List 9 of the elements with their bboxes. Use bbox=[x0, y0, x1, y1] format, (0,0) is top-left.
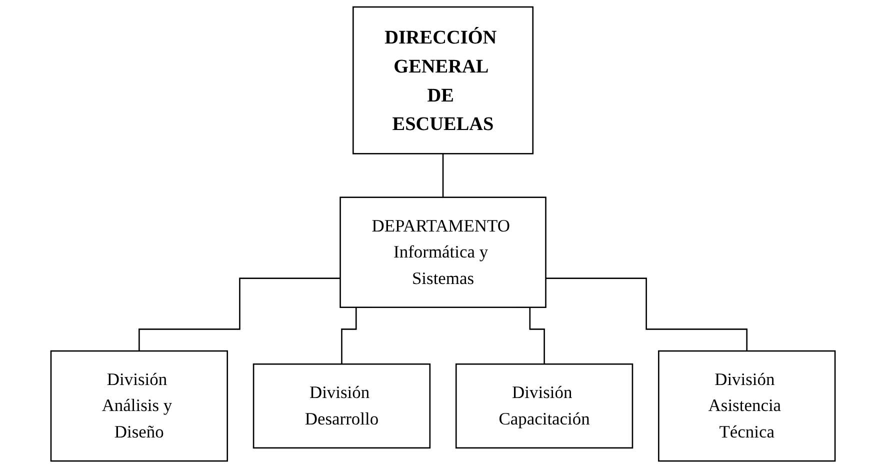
node-box: División Desarrollo bbox=[253, 363, 432, 449]
node-box: División Análisis y Diseño bbox=[50, 350, 228, 462]
connector bbox=[139, 278, 341, 352]
node-box: División Capacitación bbox=[456, 363, 634, 449]
connector bbox=[546, 278, 748, 352]
connector bbox=[442, 153, 444, 198]
node-box: División Asistencia Técnica bbox=[658, 350, 836, 462]
node-box: DIRECCIÓN GENERAL DE ESCUELAS bbox=[352, 6, 534, 154]
node-box: DEPARTAMENTO Informática y Sistemas bbox=[340, 196, 547, 308]
